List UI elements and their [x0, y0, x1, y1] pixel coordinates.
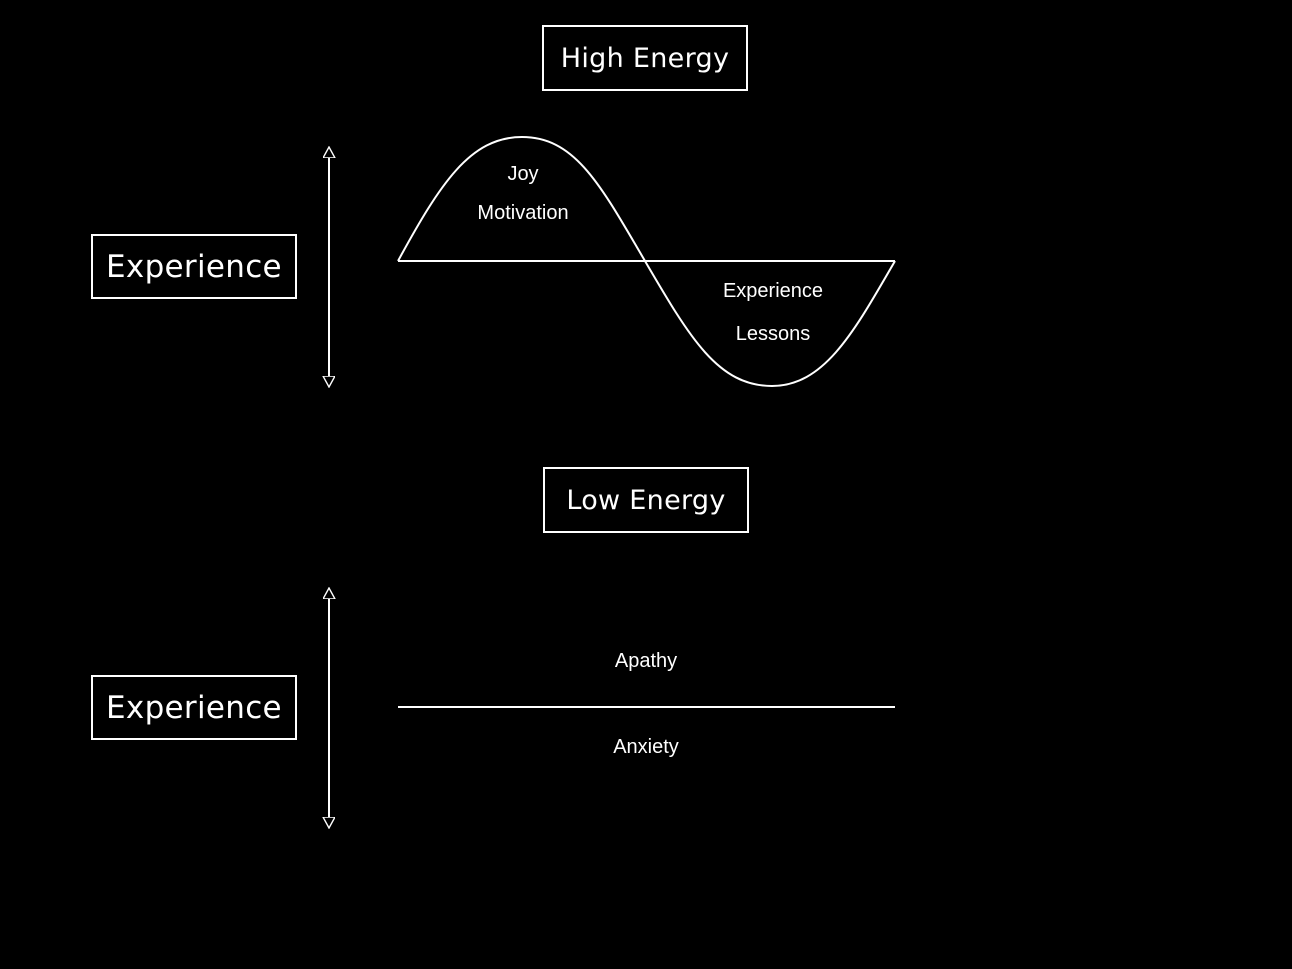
low-energy-axis-label: Experience [106, 689, 282, 726]
low-energy-title: Low Energy [566, 484, 726, 516]
wave-peak-label-joy: Joy [507, 163, 539, 185]
high-energy-wave [397, 135, 896, 388]
wave-trough-label-experience: Experience [722, 280, 824, 302]
wave-trough-label-lessons: Lessons [735, 323, 811, 345]
high-energy-title-box: High Energy [542, 25, 748, 91]
high-energy-title: High Energy [560, 42, 730, 74]
wave-peak-label-motivation: Motivation [477, 202, 569, 224]
flat-line-label-anxiety: Anxiety [613, 736, 679, 758]
low-energy-title-box: Low Energy [543, 467, 749, 533]
high-energy-experience-box: Experience [91, 234, 297, 299]
flat-line-label-apathy: Apathy [614, 650, 678, 672]
low-energy-experience-box: Experience [91, 675, 297, 740]
high-energy-axis-label: Experience [106, 248, 282, 285]
